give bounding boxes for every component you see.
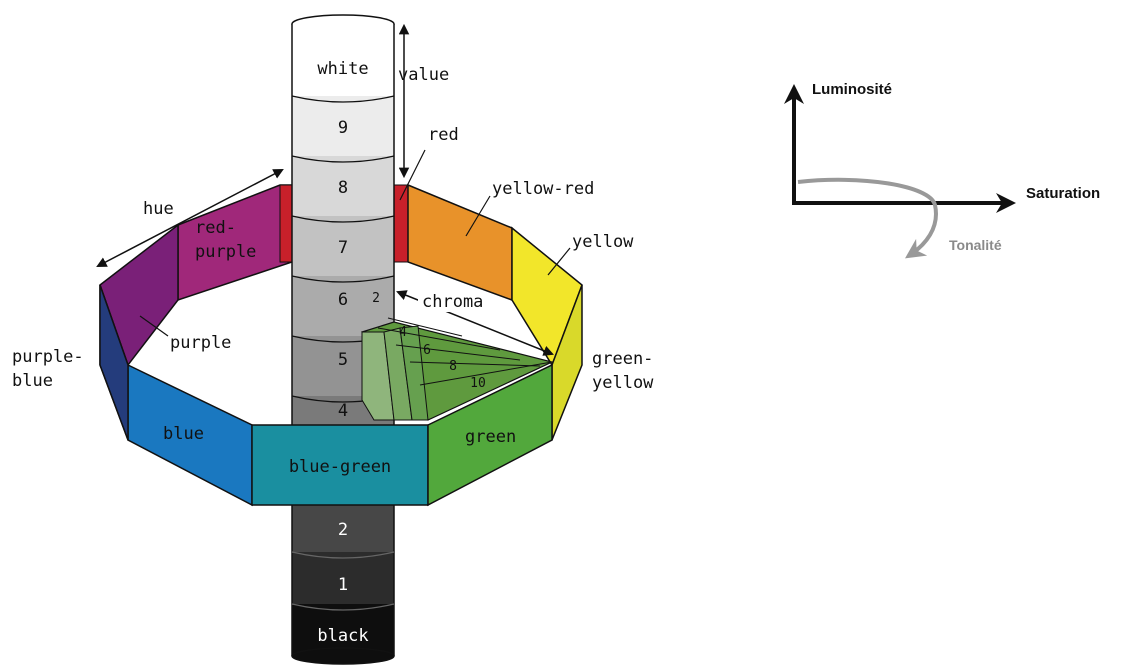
ring-segment-red bbox=[393, 184, 409, 263]
hue-label-purple-blue-2: blue bbox=[12, 371, 53, 391]
hue-label-green: green bbox=[465, 427, 516, 447]
chroma-step-2: 2 bbox=[372, 291, 380, 306]
hue-label-yellow: yellow bbox=[572, 232, 634, 252]
hue-label-yellow-red: yellow-red bbox=[492, 179, 594, 199]
hue-label-purple-blue-1: purple- bbox=[12, 347, 84, 367]
saturation-label: Saturation bbox=[1026, 185, 1100, 202]
hue-label-green-yellow-1: green- bbox=[592, 349, 653, 369]
hue-label-blue: blue bbox=[163, 424, 204, 444]
ring-segment-red-purple-edge bbox=[279, 184, 293, 263]
chroma-step-4: 4 bbox=[399, 325, 407, 340]
value-label-6: 6 bbox=[338, 290, 348, 310]
hsl-axes-diagram: Luminosité Saturation Tonalité bbox=[784, 81, 1100, 259]
hue-label-green-yellow-2: yellow bbox=[592, 373, 654, 393]
chroma-step-6: 6 bbox=[423, 343, 431, 358]
munsell-color-solid: white 9 8 7 6 5 4 2 1 black 2 4 6 8 1 bbox=[12, 14, 654, 665]
hue-label-red: red bbox=[428, 125, 459, 145]
axis-label-value: value bbox=[398, 65, 449, 85]
ring-segment-green bbox=[427, 363, 553, 507]
value-label-white: white bbox=[317, 59, 368, 79]
value-label-1: 1 bbox=[338, 575, 348, 595]
hue-label-red-purple-2: purple bbox=[195, 242, 256, 262]
value-label-5: 5 bbox=[338, 350, 348, 370]
value-label-9: 9 bbox=[338, 118, 348, 138]
ring-segment-yellow-red bbox=[407, 183, 513, 302]
hue-label-purple: purple bbox=[170, 333, 231, 353]
hue-arrow bbox=[96, 169, 284, 267]
axis-label-chroma: chroma bbox=[422, 292, 483, 312]
value-label-black: black bbox=[317, 626, 368, 646]
tonality-label: Tonalité bbox=[949, 237, 1002, 253]
value-label-8: 8 bbox=[338, 178, 348, 198]
value-label-4: 4 bbox=[338, 401, 348, 421]
chroma-step-8: 8 bbox=[449, 359, 457, 374]
luminosity-label: Luminosité bbox=[812, 81, 892, 98]
chroma-step-10: 10 bbox=[470, 376, 486, 391]
hue-label-red-purple-1: red- bbox=[195, 218, 236, 238]
hue-ring-front bbox=[99, 284, 553, 507]
axis-label-hue: hue bbox=[143, 199, 174, 219]
value-label-2: 2 bbox=[338, 520, 348, 540]
hue-label-blue-green: blue-green bbox=[289, 457, 391, 477]
tonality-curve bbox=[797, 177, 938, 259]
value-label-7: 7 bbox=[338, 238, 348, 258]
